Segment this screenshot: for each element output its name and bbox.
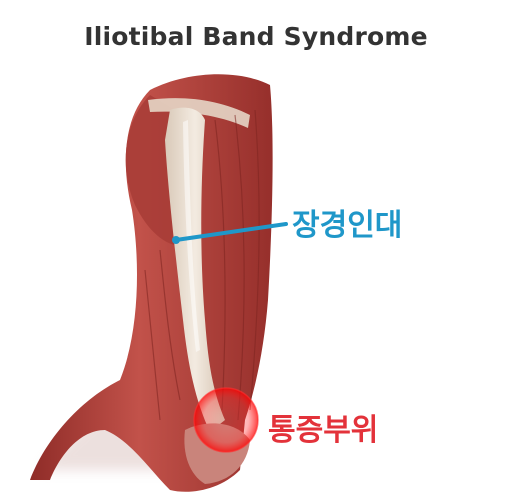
- it-band-pointer-line: [174, 222, 288, 242]
- it-band-pointer-dot: [172, 236, 180, 244]
- muscle-fibers: [144, 109, 260, 421]
- it-band-label: 장경인대: [292, 208, 403, 243]
- pain-area-marker: [193, 387, 259, 453]
- pain-area-label: 통증부위: [268, 413, 379, 448]
- page-title: Iliotibal Band Syndrome: [84, 22, 428, 51]
- iliotibial-band: [165, 107, 225, 432]
